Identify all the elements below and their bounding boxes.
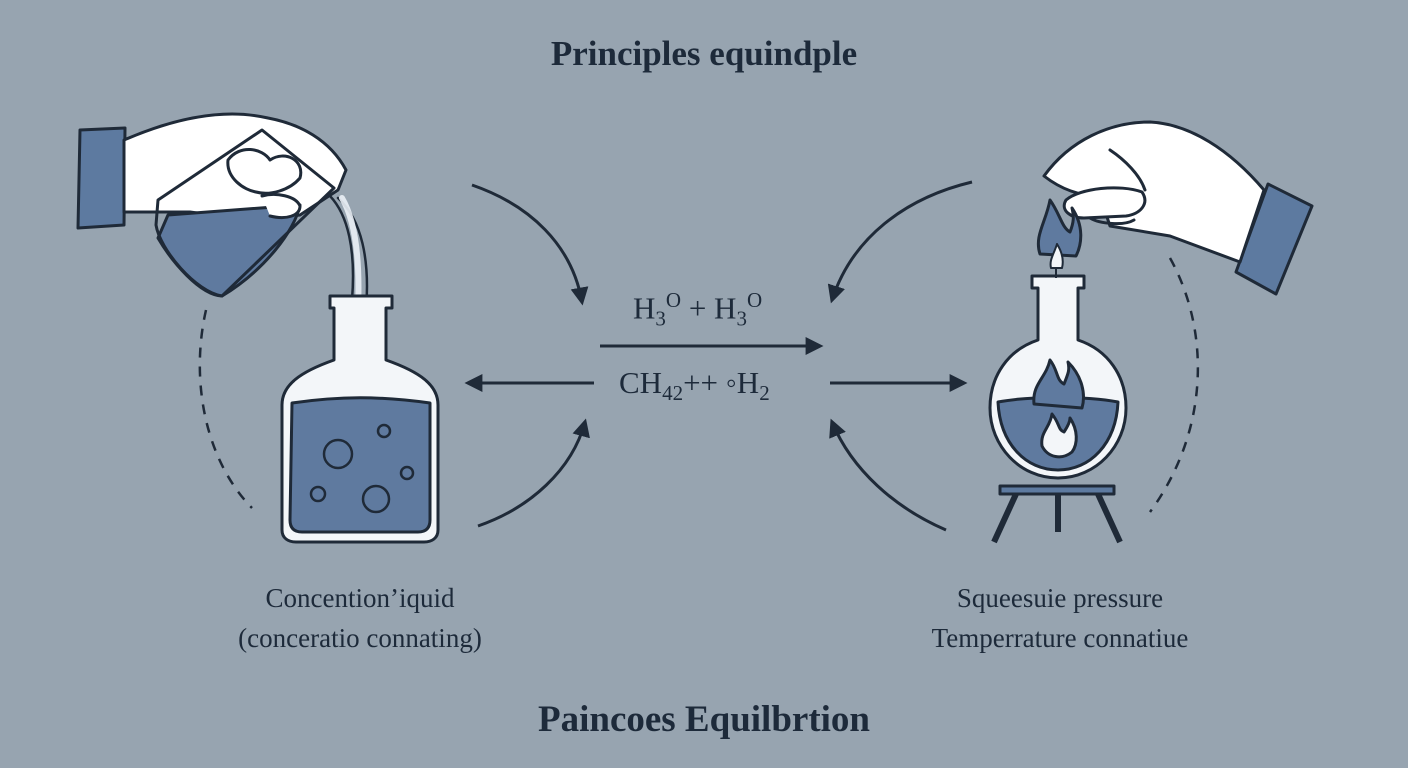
right-flask-icon bbox=[988, 198, 1128, 544]
left-bottle-icon bbox=[280, 294, 440, 544]
flame-icon bbox=[1032, 358, 1085, 410]
curved-arrow-top-right bbox=[827, 180, 973, 304]
right-caption: Squeesuie pressure Temperrature connatiu… bbox=[900, 578, 1220, 658]
right-hand-icon bbox=[1042, 120, 1314, 296]
left-caption-line2: (conceratio connating) bbox=[238, 623, 482, 653]
page-title: Principles equindple bbox=[550, 34, 858, 73]
right-fingers bbox=[1062, 186, 1147, 220]
flame-icon bbox=[1040, 412, 1078, 459]
equation-bottom: CH42++ ◦H2 bbox=[619, 365, 770, 406]
center-arrows bbox=[464, 180, 973, 532]
flame-icon bbox=[1036, 198, 1083, 258]
bottle-liquid bbox=[288, 396, 432, 534]
left-caption: Concention’iquid (conceratio connating) bbox=[200, 578, 520, 658]
left-caption-line1: Concention’iquid bbox=[265, 583, 455, 613]
left-sleeve bbox=[76, 126, 127, 230]
footer-title: Paincoes Equilbrtion bbox=[537, 699, 871, 740]
left-dashed-cycle bbox=[198, 309, 253, 509]
right-dashed-cycle bbox=[1148, 257, 1200, 513]
left-hand-pouring-icon bbox=[76, 112, 369, 408]
right-caption-line1: Squeesuie pressure bbox=[956, 583, 1164, 613]
equation-top: H3O + H3O bbox=[633, 288, 763, 331]
bubble bbox=[309, 485, 327, 503]
bubble bbox=[322, 438, 354, 470]
left-fingers bbox=[226, 148, 303, 195]
curved-arrow-bottom-left bbox=[477, 418, 590, 528]
curved-arrow-bottom-right bbox=[829, 418, 947, 532]
curved-arrow-top-left bbox=[471, 183, 589, 306]
stand-top bbox=[998, 484, 1116, 496]
bubble bbox=[376, 423, 392, 439]
right-caption-line2: Temperrature connatiue bbox=[931, 623, 1189, 653]
stand-leg bbox=[991, 492, 1019, 544]
bubble bbox=[399, 465, 415, 481]
bubble bbox=[361, 484, 391, 514]
stand-leg bbox=[1095, 492, 1123, 544]
left-beaker bbox=[154, 128, 336, 298]
candle-flame-icon bbox=[1049, 243, 1064, 269]
